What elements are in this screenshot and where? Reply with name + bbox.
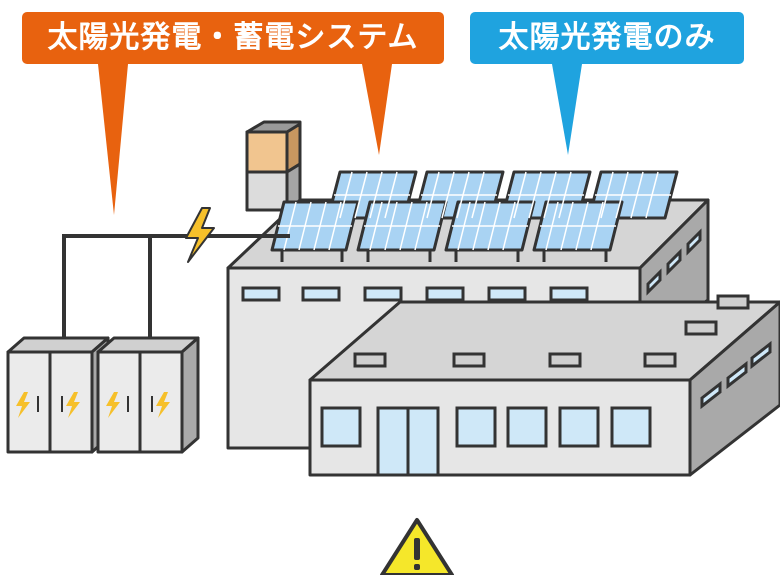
callout-solar-tail — [552, 64, 582, 155]
lower-windows — [320, 406, 652, 448]
panel-stands — [280, 250, 608, 262]
entrance-door — [376, 406, 440, 477]
upper-side-windows — [646, 228, 702, 296]
callout-solar-only: 太陽光発電のみ — [470, 12, 744, 64]
power-wiring — [62, 234, 290, 340]
callout-storage-tail-right — [362, 64, 392, 155]
lightning-bolt-icon — [185, 207, 215, 263]
warning-icon — [380, 518, 454, 575]
upper-windows — [241, 286, 589, 302]
lower-side-windows — [700, 340, 772, 410]
panel-grid-lines — [278, 171, 671, 251]
callout-storage-system: 太陽光発電・蓄電システム — [22, 12, 444, 64]
roof-vents — [353, 294, 750, 368]
callout-storage-tail-left — [98, 64, 128, 215]
chimney — [245, 120, 302, 216]
cabinet-bolt-icons — [16, 392, 170, 418]
